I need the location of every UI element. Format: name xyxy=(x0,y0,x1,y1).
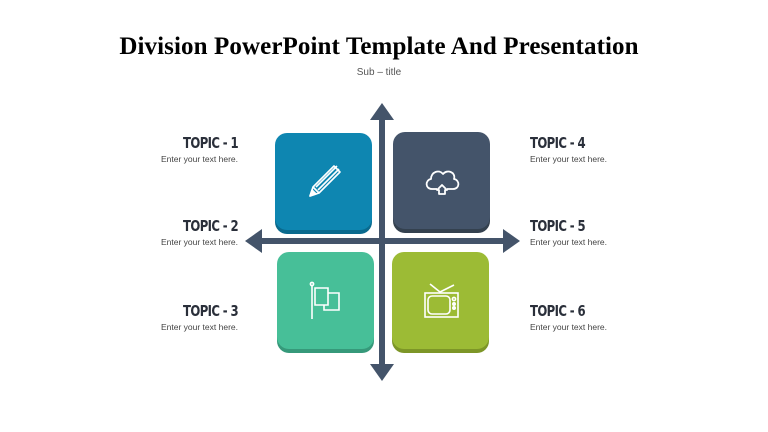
box-cloud[interactable] xyxy=(393,132,490,229)
topic-2-text: Enter your text here. xyxy=(160,237,238,247)
topic-5-text: Enter your text here. xyxy=(530,237,608,247)
topic-1-text: Enter your text here. xyxy=(160,154,238,164)
topic-1-title: TOPIC - 1 xyxy=(183,134,239,152)
slide-subtitle: Sub – title xyxy=(356,67,402,78)
horizontal-double-arrow xyxy=(245,229,520,253)
television-icon xyxy=(423,282,459,318)
topic-6-title: TOPIC - 6 xyxy=(530,302,586,320)
topic-6-text: Enter your text here. xyxy=(530,322,608,332)
pencil-icon xyxy=(308,164,341,197)
cloud-upload-icon xyxy=(425,170,459,195)
topic-4-title: TOPIC - 4 xyxy=(530,134,586,152)
topic-4: TOPIC - 4 Enter your text here. xyxy=(530,134,650,165)
topic-3-text: Enter your text here. xyxy=(160,322,238,332)
topic-2-title: TOPIC - 2 xyxy=(183,217,239,235)
topic-2: TOPIC - 2 Enter your text here. xyxy=(118,217,239,248)
slide-title: Division PowerPoint Template And Present… xyxy=(119,33,639,60)
topic-5-title: TOPIC - 5 xyxy=(530,217,586,235)
topic-5: TOPIC - 5 Enter your text here. xyxy=(530,217,650,248)
box-television[interactable] xyxy=(392,252,489,349)
topic-1: TOPIC - 1 Enter your text here. xyxy=(118,134,239,165)
box-flag[interactable] xyxy=(277,252,374,349)
topic-4-text: Enter your text here. xyxy=(530,154,608,164)
flag-icon xyxy=(309,281,340,319)
box-pencil[interactable] xyxy=(275,133,372,230)
topic-3-title: TOPIC - 3 xyxy=(183,302,239,320)
topic-6: TOPIC - 6 Enter your text here. xyxy=(530,302,650,333)
topic-3: TOPIC - 3 Enter your text here. xyxy=(118,302,239,333)
